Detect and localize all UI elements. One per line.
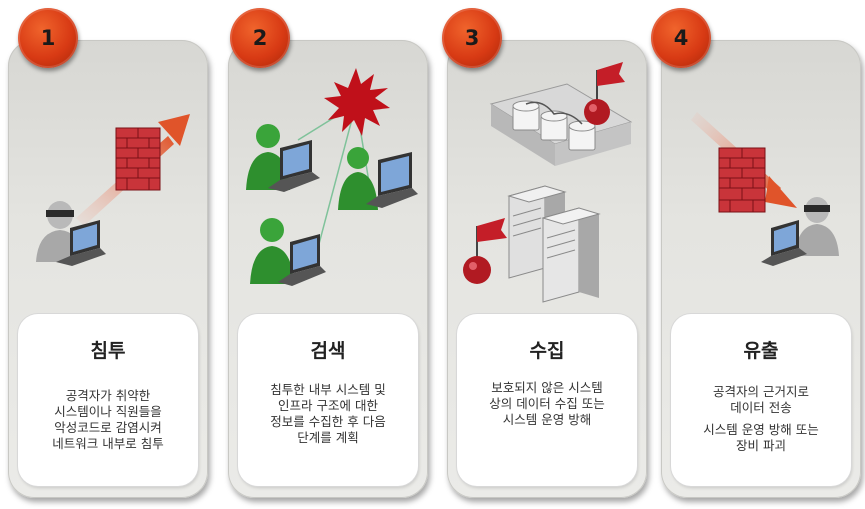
attacker-icon	[795, 197, 839, 256]
stage-2-info: 검색 침투한 내부 시스템 및 인프라 구조에 대한 정보를 수집한 후 다음 …	[238, 314, 418, 486]
user-icon	[338, 147, 378, 210]
firewall-icon	[115, 127, 161, 191]
flag-pin-icon	[584, 62, 625, 125]
laptop-icon	[268, 140, 320, 192]
stage-1-line-2: 시스템이나 직원들을	[54, 404, 162, 419]
stage-2-line-1: 침투한 내부 시스템 및	[270, 382, 386, 397]
stage-1-line-4: 네트워크 내부로 침투	[52, 436, 164, 451]
stage-4-info: 유출 공격자의 근거지로 데이터 전송 시스템 운영 방해 또는 장비 파괴	[671, 314, 851, 486]
stage-3-description: 보호되지 않은 시스템 상의 데이터 수집 또는 시스템 운영 방해	[463, 380, 631, 428]
stage-2-line-2: 인프라 구조에 대한	[278, 398, 378, 413]
stage-3-line-1: 보호되지 않은 시스템	[491, 380, 603, 395]
step-badge-4: 4	[651, 8, 711, 68]
stage-3-line-2: 상의 데이터 수집 또는	[489, 396, 605, 411]
user-icon	[250, 218, 294, 284]
stage-2-title: 검색	[310, 340, 346, 362]
stage-4-paragraph-2: 시스템 운영 방해 또는 장비 파괴	[677, 422, 845, 454]
stage-3-info: 수집 보호되지 않은 시스템 상의 데이터 수집 또는 시스템 운영 방해	[457, 314, 637, 486]
stage-2-illustration	[246, 68, 418, 286]
step-badge-2: 2	[230, 8, 290, 68]
laptop-icon	[278, 234, 326, 286]
stage-4-title: 유출	[743, 340, 779, 362]
stage-3-illustration	[463, 62, 633, 303]
stage-3-title: 수집	[529, 340, 565, 362]
stage-3-line-3: 시스템 운영 방해	[502, 412, 592, 427]
user-icon	[246, 124, 290, 190]
stage-card-2: 검색 침투한 내부 시스템 및 인프라 구조에 대한 정보를 수집한 후 다음 …	[228, 40, 428, 498]
stage-1-description: 공격자가 취약한 시스템이나 직원들을 악성코드로 감염시켜 네트워크 내부로 …	[24, 388, 192, 452]
flag-pin-icon	[463, 218, 507, 284]
server-icon	[541, 207, 601, 303]
stage-4-paragraph-1: 공격자의 근거지로 데이터 전송	[677, 384, 845, 416]
stage-2-line-3: 정보를 수집한 후 다음	[270, 414, 386, 429]
stage-card-1: 침투 공격자가 취약한 시스템이나 직원들을 악성코드로 감염시켜 네트워크 내…	[8, 40, 208, 498]
laptop-icon	[366, 152, 418, 208]
stage-2-description: 침투한 내부 시스템 및 인프라 구조에 대한 정보를 수집한 후 다음 단계를…	[244, 382, 412, 446]
laptop-icon	[761, 220, 807, 266]
stage-card-3: 수집 보호되지 않은 시스템 상의 데이터 수집 또는 시스템 운영 방해	[447, 40, 647, 498]
stage-4-line-2: 데이터 전송	[730, 400, 792, 415]
stage-1-illustration	[36, 114, 190, 266]
stage-4-description: 공격자의 근거지로 데이터 전송 시스템 운영 방해 또는 장비 파괴	[677, 384, 845, 454]
stage-4-illustration	[691, 112, 839, 266]
step-badge-3: 3	[442, 8, 502, 68]
stage-card-4: 유출 공격자의 근거지로 데이터 전송 시스템 운영 방해 또는 장비 파괴	[661, 40, 861, 498]
stage-1-title: 침투	[90, 340, 126, 362]
database-icon	[489, 83, 633, 166]
stage-4-line-1: 공격자의 근거지로	[713, 384, 809, 399]
firewall-icon	[718, 147, 766, 213]
stage-1-line-1: 공격자가 취약한	[65, 388, 151, 403]
stage-1-info: 침투 공격자가 취약한 시스템이나 직원들을 악성코드로 감염시켜 네트워크 내…	[18, 314, 198, 486]
step-badge-1: 1	[18, 8, 78, 68]
stage-2-line-4: 단계를 계획	[297, 430, 359, 445]
burst-icon	[324, 68, 390, 136]
stage-1-line-3: 악성코드로 감염시켜	[54, 420, 162, 435]
stage-4-line-4: 장비 파괴	[736, 438, 786, 453]
laptop-icon	[56, 220, 106, 266]
stage-4-line-3: 시스템 운영 방해 또는	[703, 422, 819, 437]
